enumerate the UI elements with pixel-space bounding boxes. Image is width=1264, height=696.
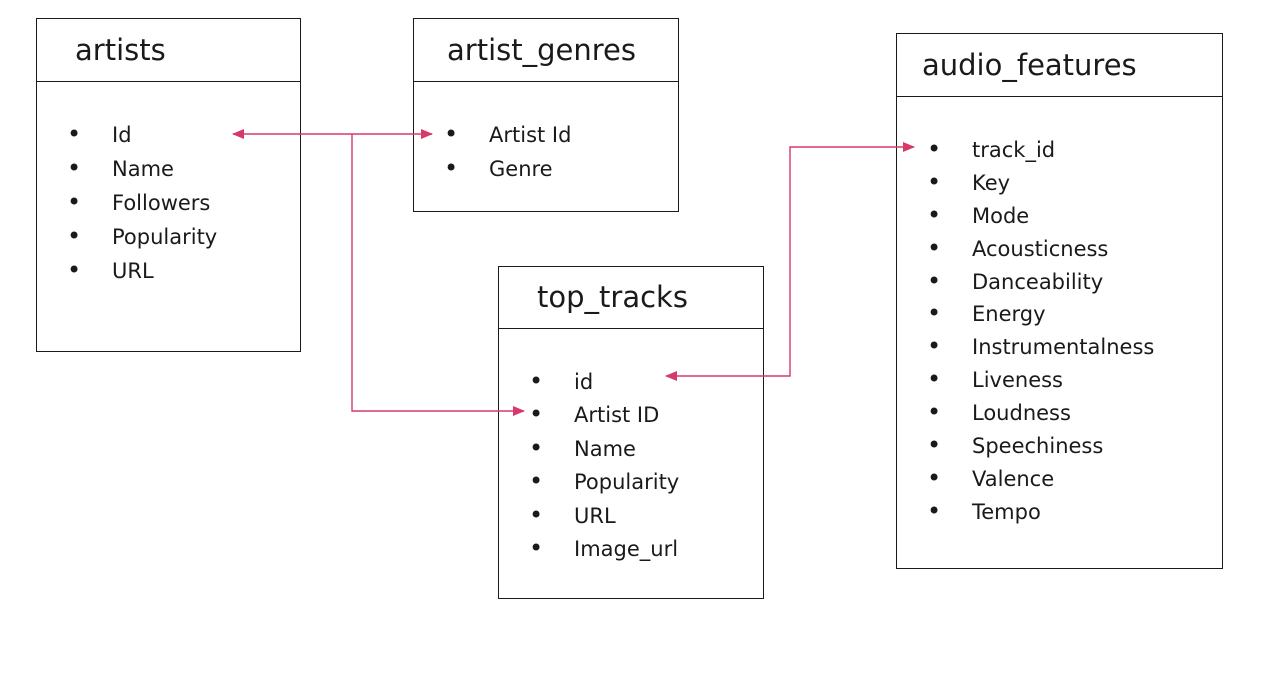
bullet-icon: • [529, 533, 544, 562]
field-audio-features-mode: • Mode [897, 200, 1222, 239]
field-label: id [574, 370, 594, 394]
connector-artists-top-tracks [351, 134, 525, 416]
field-label: Key [972, 170, 1011, 195]
field-label: Danceability [972, 269, 1104, 294]
field-label: Popularity [574, 470, 680, 495]
bullet-icon: • [67, 188, 82, 216]
connector-tracks-features-top [789, 142, 915, 260]
field-audio-features-valence: • Valence [897, 463, 1222, 502]
field-label: URL [574, 503, 616, 528]
field-label: Id [112, 123, 132, 147]
field-label: Loudness [972, 401, 1071, 426]
table-audio-features: audio_features • track_id • Key • Mode • Aco… [896, 33, 1223, 569]
bullet-icon: • [927, 365, 942, 394]
field-audio-features-liveness: • Liveness [897, 365, 1222, 403]
bullet-icon: • [67, 120, 82, 148]
field-label: Energy [972, 302, 1046, 327]
field-audio-features-energy: • Energy [897, 299, 1222, 337]
field-audio-features-loudness: • Loudness [897, 398, 1222, 436]
bullet-icon: • [927, 167, 942, 196]
bullet-icon: • [927, 398, 942, 427]
field-label: track_id [972, 138, 1056, 162]
field-label: Image_url [574, 536, 679, 561]
field-top-tracks-name: • Name [499, 433, 763, 472]
bullet-icon: • [927, 233, 942, 262]
table-artists: artists • Id • Name • Followers • Popularity… [36, 18, 301, 352]
bullet-icon: • [927, 463, 942, 492]
field-label: Acousticness [972, 236, 1109, 261]
field-audio-features-speechiness: • Speechiness [897, 431, 1222, 469]
bullet-icon: • [67, 256, 82, 284]
bullet-icon: • [67, 154, 82, 182]
field-artists-popularity: • Popularity [37, 222, 300, 261]
bullet-icon: • [529, 467, 544, 496]
field-top-tracks-popularity: • Popularity [499, 467, 763, 505]
field-audio-features-key: • Key [897, 167, 1222, 206]
field-label: Mode [972, 203, 1030, 228]
table-title-artists: artists [37, 19, 300, 82]
field-label: Instrumentalness [972, 335, 1155, 360]
field-audio-features-track-id: • track_id [897, 135, 1222, 173]
table-top-tracks: top_tracks • id • Artist ID • Name • Popular… [498, 266, 764, 599]
field-label: Artist ID [574, 403, 660, 428]
table-title-artist-genres: artist_genres [414, 19, 678, 82]
field-audio-features-danceability: • Danceability [897, 266, 1222, 305]
bullet-icon: • [529, 400, 544, 429]
bullet-icon: • [927, 496, 942, 525]
table-artist-genres: artist_genres • Artist Id • Genre [413, 18, 679, 212]
bullet-icon: • [529, 500, 544, 529]
field-label: Artist Id [489, 123, 572, 147]
bullet-icon: • [927, 431, 942, 460]
field-artists-url: • URL [37, 256, 300, 295]
field-label: Popularity [112, 225, 218, 249]
field-artist-genres-genre: • Genre [414, 154, 678, 193]
field-audio-features-tempo: • Tempo [897, 496, 1222, 535]
field-label: Name [574, 436, 636, 461]
field-label: Followers [112, 191, 211, 215]
field-list-audio-features: • track_id • Key • Mode • Acousticness • Danc… [897, 135, 1222, 535]
bullet-icon: • [444, 154, 459, 182]
field-top-tracks-artist-id: • Artist ID [499, 400, 763, 438]
field-label: Genre [489, 157, 553, 181]
field-label: Name [112, 157, 174, 181]
bullet-icon: • [927, 332, 942, 361]
field-list-artist-genres: • Artist Id • Genre [414, 120, 678, 193]
field-label: URL [112, 259, 154, 283]
table-title-audio-features: audio_features [897, 34, 1222, 97]
field-list-top-tracks: • id • Artist ID • Name • Popularity • URL • I… [499, 367, 763, 572]
bullet-icon: • [927, 135, 942, 163]
bullet-icon: • [927, 200, 942, 229]
field-artists-id: • Id [37, 120, 300, 159]
table-title-top-tracks: top_tracks [499, 267, 763, 329]
field-list-artists: • Id • Name • Followers • Popularity • URL [37, 120, 300, 295]
connector-tracks-features [665, 260, 791, 381]
field-top-tracks-url: • URL [499, 500, 763, 539]
bullet-icon: • [927, 266, 942, 295]
field-label: Speechiness [972, 434, 1104, 459]
bullet-icon: • [529, 433, 544, 462]
field-artists-followers: • Followers [37, 188, 300, 227]
bullet-icon: • [927, 299, 942, 328]
field-artist-genres-artist-id: • Artist Id [414, 120, 678, 159]
field-audio-features-acousticness: • Acousticness [897, 233, 1222, 272]
bullet-icon: • [67, 222, 82, 250]
bullet-icon: • [529, 367, 544, 395]
field-label: Tempo [972, 499, 1041, 524]
field-label: Liveness [972, 368, 1063, 393]
field-audio-features-instrumentalness: • Instrumentalness [897, 332, 1222, 370]
bullet-icon: • [444, 120, 459, 148]
field-artists-name: • Name [37, 154, 300, 193]
field-top-tracks-image-url: • Image_url [499, 533, 763, 572]
field-label: Valence [972, 466, 1055, 491]
field-top-tracks-id: • id [499, 367, 763, 405]
